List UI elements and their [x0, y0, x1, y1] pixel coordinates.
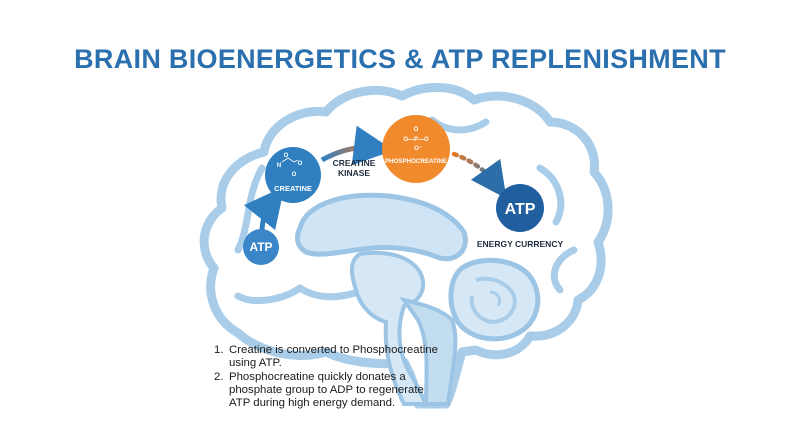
- brainstem: [399, 296, 458, 406]
- atp-input-label: ATP: [249, 240, 272, 254]
- creatine-glyph-n: N: [277, 163, 281, 169]
- energy-currency-label: ENERGY CURRENCY: [477, 239, 564, 249]
- phosphocreatine-glyph-o-minus: O⁻: [414, 146, 422, 152]
- step-number: 2.: [214, 370, 224, 383]
- creatine-glyph-o3: O: [292, 172, 297, 178]
- steps-list: 1. Creatine is converted to Phosphocreat…: [214, 344, 444, 410]
- creatine-kinase-arrow: [320, 125, 394, 166]
- creatine-kinase-label-line1: CREATINE: [333, 158, 376, 168]
- creatine-label: CREATINE: [274, 184, 312, 193]
- phosphocreatine-glyph-center: O—P—O: [403, 137, 429, 143]
- atp-output-label: ATP: [505, 201, 536, 218]
- creatine-glyph-o2: O: [298, 161, 303, 167]
- phosphocreatine-label: PHOSPHOCREATINE: [385, 158, 447, 165]
- step-number: 1.: [214, 344, 224, 356]
- step-text: Phosphocreatine quickly donates a phosph…: [229, 370, 424, 410]
- step-item: 1. Creatine is converted to Phosphocreat…: [214, 344, 444, 371]
- phosphocreatine-glyph-o-top: O: [414, 127, 419, 133]
- step-text: Creatine is converted to Phosphocreatine…: [229, 344, 438, 370]
- phosphocreatine-node: O O—P—O O⁻ PHOSPHOCREATINE: [382, 115, 450, 183]
- atp-input-node: ATP: [243, 229, 279, 265]
- creatine-glyph-o1: O: [284, 153, 289, 159]
- page-title: BRAIN BIOENERGETICS & ATP REPLENISHMENT: [74, 44, 726, 74]
- inner-structure: [295, 192, 468, 262]
- step-item: 2. Phosphocreatine quickly donates a pho…: [214, 371, 444, 411]
- creatine-node: O N O O CREATINE: [265, 147, 321, 203]
- cerebellum: [448, 257, 541, 342]
- atp-output-node: ATP: [496, 184, 544, 232]
- creatine-kinase-label-line2: KINASE: [338, 168, 370, 178]
- phosphocreatine-to-atp-arrow: [451, 151, 507, 199]
